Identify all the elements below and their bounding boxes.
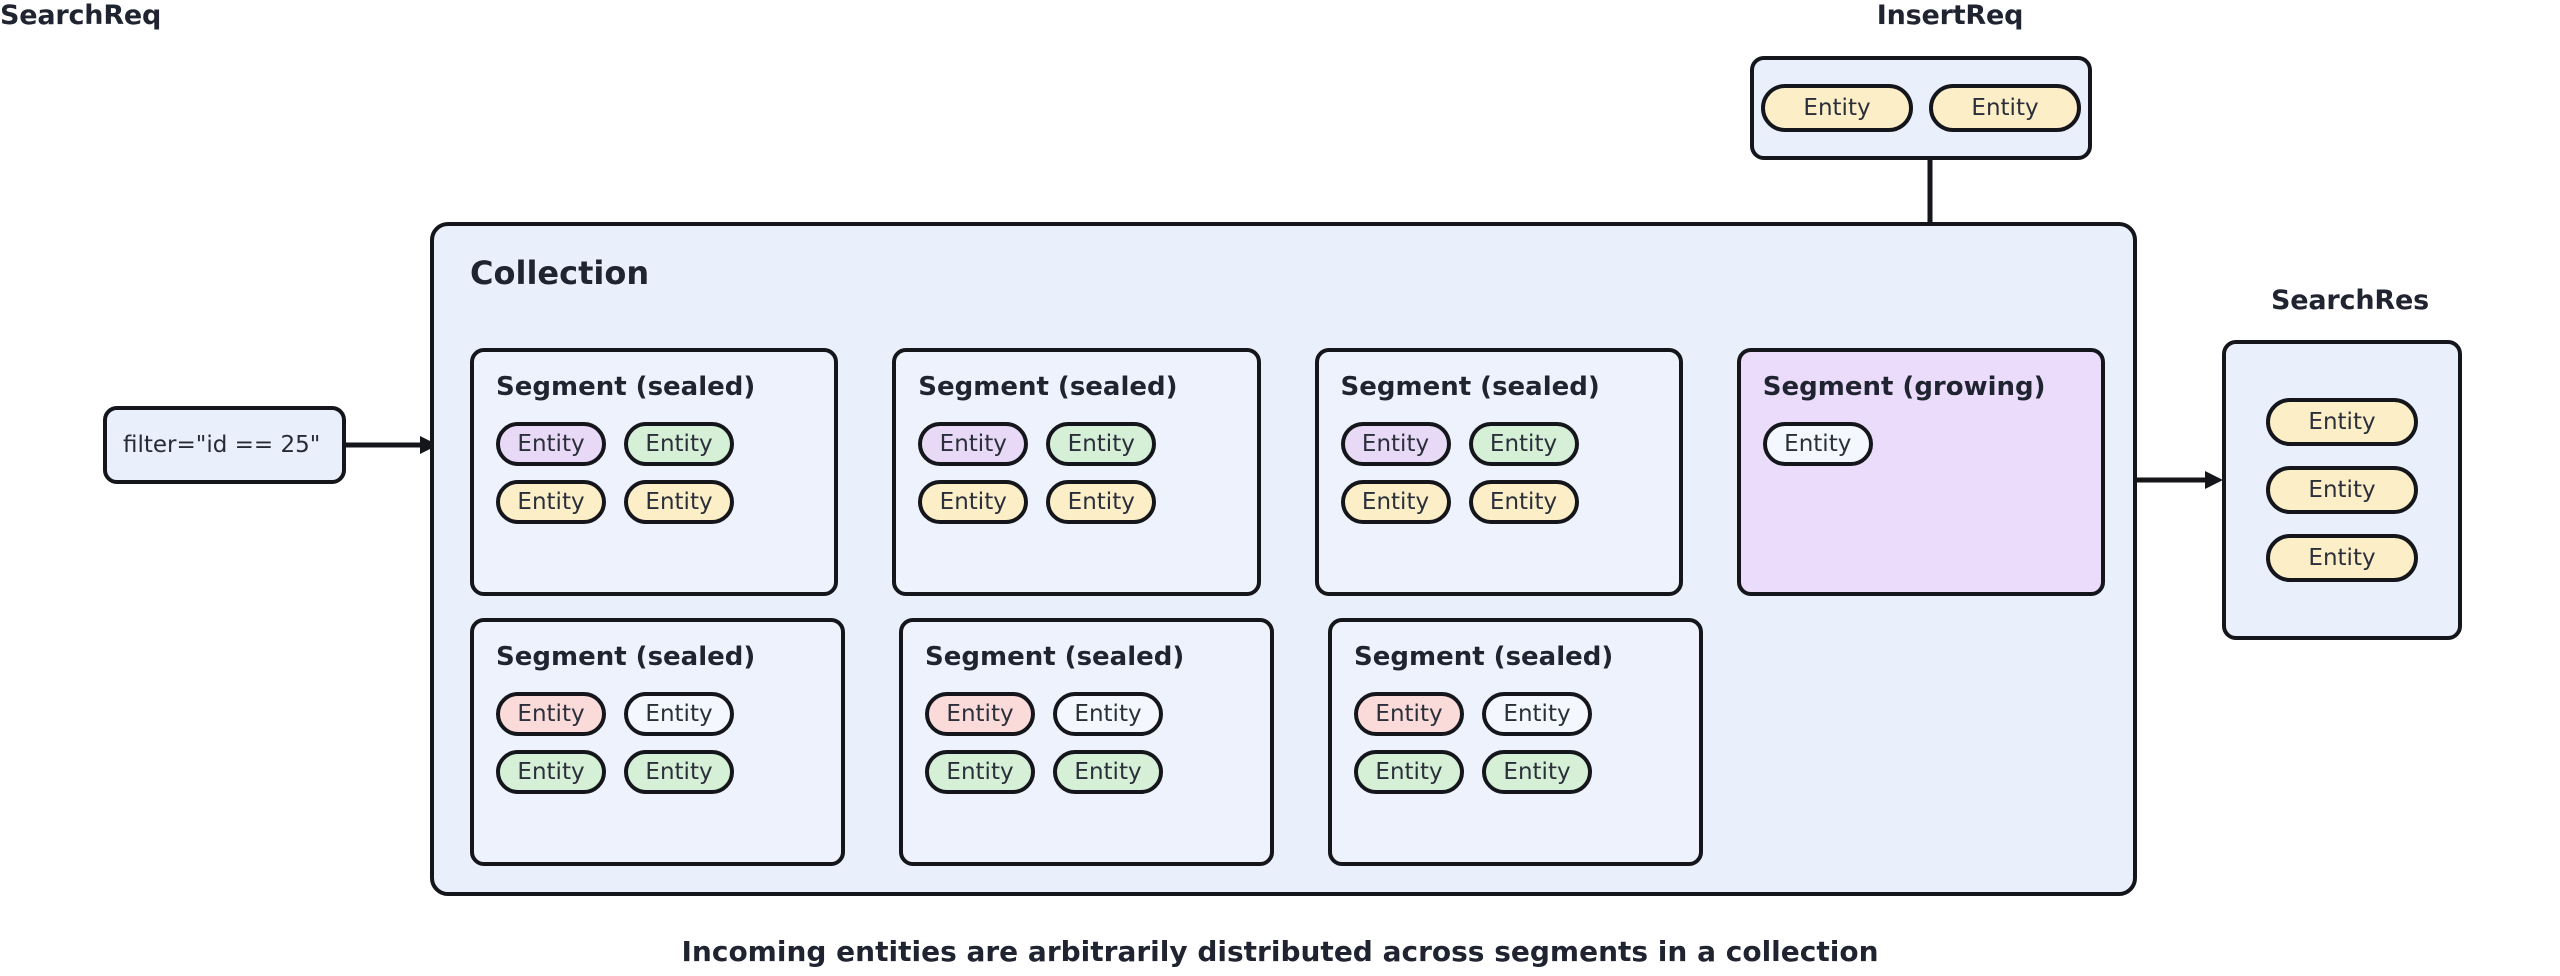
segment-title: Segment (sealed)	[925, 642, 1185, 672]
entity-pill: Entity	[1482, 692, 1592, 736]
collection-container: Collection Segment (sealed) Entity Entit…	[430, 222, 2137, 896]
segment-sealed[interactable]: Segment (sealed) Entity Entity Entity En…	[892, 348, 1261, 596]
segment-row: Segment (sealed) Entity Entity Entity En…	[470, 348, 2105, 596]
entity-pill: Entity	[1354, 750, 1464, 794]
entity-pill: Entity	[1340, 480, 1451, 524]
entity-pill: Entity	[1046, 422, 1157, 466]
search-response-box: Entity Entity Entity	[2222, 340, 2462, 640]
segment-row: Segment (sealed) Entity Entity Entity En…	[470, 618, 2105, 866]
entity-pill: Entity	[2266, 466, 2418, 514]
entity-pill: Entity	[925, 692, 1035, 736]
entity-pill: Entity	[496, 692, 606, 736]
segment-title: Segment (sealed)	[1340, 372, 1600, 402]
search-request-box: filter="id == 25"	[103, 406, 346, 484]
entity-pill: Entity	[1762, 422, 1873, 466]
entity-grid: Entity Entity Entity Entity	[496, 692, 819, 794]
entity-grid: Entity Entity Entity Entity	[496, 422, 812, 524]
entity-grid: Entity Entity Entity Entity	[1354, 692, 1677, 794]
segment-sealed[interactable]: Segment (sealed) Entity Entity Entity En…	[1328, 618, 1703, 866]
entity-pill: Entity	[1046, 480, 1157, 524]
entity-pill: Entity	[1482, 750, 1592, 794]
entity-grid: Entity Entity Entity Entity	[925, 692, 1248, 794]
entity-pill: Entity	[1468, 422, 1579, 466]
search-response-label: SearchRes	[2271, 285, 2429, 316]
entity-pill: Entity	[1053, 750, 1163, 794]
entity-pill: Entity	[496, 750, 606, 794]
search-request-arrow	[346, 436, 438, 454]
entity-pill: Entity	[624, 750, 734, 794]
entity-pill: Entity	[1354, 692, 1464, 736]
entity-pill: Entity	[918, 422, 1029, 466]
entity-pill: Entity	[624, 422, 734, 466]
entity-pill: Entity	[624, 480, 734, 524]
segment-title: Segment (sealed)	[1354, 642, 1614, 672]
entity-pill: Entity	[925, 750, 1035, 794]
entity-pill: Entity	[918, 480, 1029, 524]
insert-request-label: InsertReq	[1876, 0, 2024, 31]
search-request-label: SearchReq	[0, 0, 162, 31]
entity-pill: Entity	[1468, 480, 1579, 524]
segment-growing[interactable]: Segment (growing) Entity	[1736, 348, 2105, 596]
segment-sealed[interactable]: Segment (sealed) Entity Entity Entity En…	[470, 348, 839, 596]
search-response-arrow	[2137, 471, 2223, 489]
entity-pill: Entity	[1929, 84, 2081, 132]
segment-grid: Segment (sealed) Entity Entity Entity En…	[470, 348, 2105, 866]
entity-pill: Entity	[624, 692, 734, 736]
segment-title: Segment (sealed)	[496, 372, 756, 402]
entity-pill: Entity	[496, 422, 606, 466]
segment-title: Segment (sealed)	[918, 372, 1178, 402]
insert-request-box: Entity Entity	[1750, 56, 2092, 160]
entity-pill: Entity	[1340, 422, 1451, 466]
entity-grid: Entity Entity Entity Entity	[918, 422, 1234, 524]
entity-pill: Entity	[2266, 398, 2418, 446]
segment-sealed[interactable]: Segment (sealed) Entity Entity Entity En…	[1314, 348, 1683, 596]
collection-title: Collection	[470, 254, 650, 292]
segment-sealed[interactable]: Segment (sealed) Entity Entity Entity En…	[470, 618, 845, 866]
segment-sealed[interactable]: Segment (sealed) Entity Entity Entity En…	[899, 618, 1274, 866]
entity-pill: Entity	[496, 480, 606, 524]
entity-pill: Entity	[1053, 692, 1163, 736]
entity-grid: Entity Entity Entity Entity	[1340, 422, 1657, 524]
segment-title: Segment (growing)	[1762, 372, 2046, 402]
entity-pill: Entity	[2266, 534, 2418, 582]
diagram-caption: Incoming entities are arbitrarily distri…	[681, 935, 1879, 968]
entity-pill: Entity	[1761, 84, 1913, 132]
segment-title: Segment (sealed)	[496, 642, 756, 672]
entity-grid: Entity	[1762, 422, 2079, 466]
search-request-filter-text: filter="id == 25"	[123, 432, 321, 458]
